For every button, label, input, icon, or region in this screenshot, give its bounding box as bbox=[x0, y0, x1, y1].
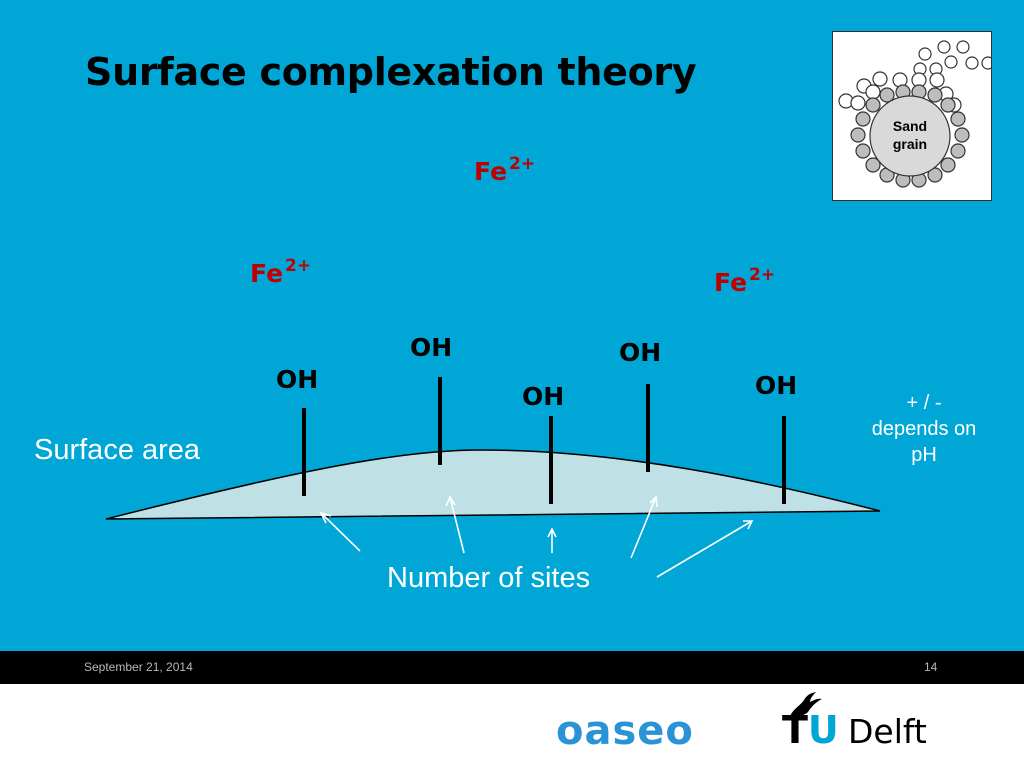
sand-grain-label-line2: grain bbox=[893, 136, 927, 152]
surface-diagram bbox=[105, 377, 881, 578]
tu-u-letter: U bbox=[807, 708, 839, 752]
tu-t-letter: T bbox=[782, 708, 808, 752]
adsorbed-particle bbox=[865, 97, 881, 113]
tu-letters: TU bbox=[782, 708, 839, 752]
surface-shape bbox=[105, 449, 881, 520]
free-particle bbox=[937, 40, 951, 54]
free-particle bbox=[956, 40, 970, 54]
site-arrow bbox=[320, 512, 361, 552]
delft-text: Delft bbox=[848, 712, 927, 751]
sand-grain-core bbox=[869, 95, 951, 177]
adsorbed-particle bbox=[855, 111, 871, 127]
ion-symbol: Fe bbox=[474, 157, 508, 186]
ph-text: pH bbox=[911, 444, 937, 466]
oh-group: OH bbox=[755, 371, 798, 400]
oh-group: OH bbox=[276, 365, 319, 394]
adsorbed-particle bbox=[950, 143, 966, 159]
free-particle bbox=[918, 47, 932, 61]
free-particle bbox=[981, 56, 995, 70]
sand-grain-inset: Sand grain bbox=[832, 31, 995, 201]
ion-symbol: Fe bbox=[714, 268, 748, 297]
adsorbed-particle bbox=[927, 87, 943, 103]
free-particle bbox=[850, 95, 866, 111]
ion-charge: 2+ bbox=[285, 256, 312, 276]
charge-sign-text: + / - bbox=[906, 392, 942, 414]
oh-group: OH bbox=[410, 333, 453, 362]
page-number: 14 bbox=[924, 660, 938, 674]
adsorbed-particle bbox=[865, 157, 881, 173]
sand-grain-illustration: Sand grain bbox=[838, 40, 995, 188]
footer-date: September 21, 2014 bbox=[84, 660, 193, 674]
adsorbed-particle bbox=[850, 127, 866, 143]
site-arrow bbox=[656, 520, 753, 578]
surface-area-label: Surface area bbox=[34, 434, 201, 466]
free-particle bbox=[872, 71, 888, 87]
ion-charge: 2+ bbox=[509, 154, 536, 174]
number-of-sites-label: Number of sites bbox=[387, 562, 591, 594]
free-particle bbox=[965, 56, 979, 70]
site-arrow bbox=[449, 496, 465, 554]
adsorbed-particle bbox=[954, 127, 970, 143]
oh-group: OH bbox=[619, 338, 662, 367]
slide-title: Surface complexation theory bbox=[85, 50, 697, 94]
adsorbed-particle bbox=[927, 167, 943, 183]
oh-group: OH bbox=[522, 382, 565, 411]
adsorbed-particle bbox=[855, 143, 871, 159]
free-particle bbox=[929, 72, 945, 88]
oaseo-logo: oaseo bbox=[556, 708, 694, 754]
tudelft-logo: TU Delft bbox=[780, 690, 940, 752]
footer-bar: September 21, 2014 14 bbox=[0, 651, 1024, 684]
ion-charge: 2+ bbox=[749, 265, 776, 285]
adsorbed-particle bbox=[950, 111, 966, 127]
flame-icon bbox=[790, 692, 822, 717]
free-particle bbox=[944, 55, 958, 69]
ion-symbol: Fe bbox=[250, 259, 284, 288]
adsorbed-particle bbox=[940, 157, 956, 173]
free-particle bbox=[865, 84, 881, 100]
ph-dependence-note: + / - depends on pH bbox=[850, 390, 998, 468]
adsorbed-particle bbox=[940, 97, 956, 113]
sand-grain-label-line1: Sand bbox=[893, 118, 927, 134]
site-arrow bbox=[630, 496, 657, 559]
depends-on-text: depends on bbox=[871, 418, 977, 440]
adsorbed-particle bbox=[879, 87, 895, 103]
